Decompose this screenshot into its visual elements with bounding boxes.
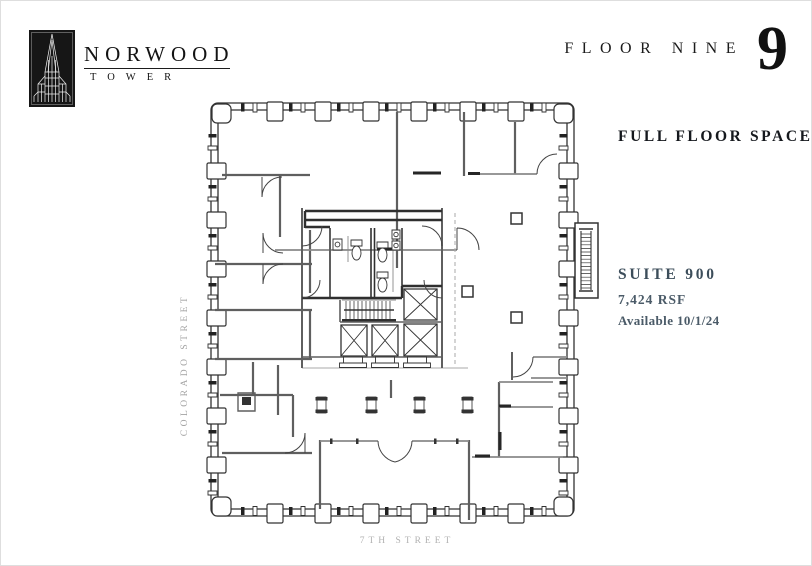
fire-escape-stair [575, 223, 598, 298]
building-core [302, 208, 442, 368]
corner-columns [212, 104, 573, 516]
elevators [341, 289, 437, 356]
stairs [340, 300, 442, 322]
restrooms [371, 228, 375, 298]
suite-area: 7,424 RSF [618, 292, 687, 307]
interior-columns [462, 213, 522, 323]
brand-name: NORWOOD [84, 42, 235, 66]
suite-name: SUITE 900 [618, 266, 717, 283]
suite-availability: Available 10/1/24 [618, 313, 720, 328]
colonnade-columns [315, 397, 474, 413]
brand-subtitle: TOWER [90, 72, 183, 83]
floor-header: FLOOR NINE 9 [548, 18, 788, 80]
brand-rule [84, 68, 230, 69]
floor-plan [190, 85, 610, 545]
restroom-fixtures [333, 230, 400, 292]
suite-info: SUITE 900 7,424 RSF Available 10/1/24 [618, 266, 720, 329]
tower-icon [29, 30, 75, 107]
norwood-tower-logo [29, 30, 75, 107]
street-label-7th: 7TH STREET [359, 536, 455, 546]
door-swings [262, 154, 557, 462]
window-mullions [208, 103, 568, 516]
floor-numeral: 9 [757, 15, 788, 83]
elevator-doors [340, 357, 431, 368]
floor-label: FLOOR NINE [564, 40, 744, 57]
listing-headline: FULL FLOOR SPACE [618, 128, 812, 145]
brand-block: NORWOOD TOWER [84, 42, 234, 83]
core-corridor-wall [302, 211, 442, 298]
perimeter-columns [207, 102, 578, 523]
